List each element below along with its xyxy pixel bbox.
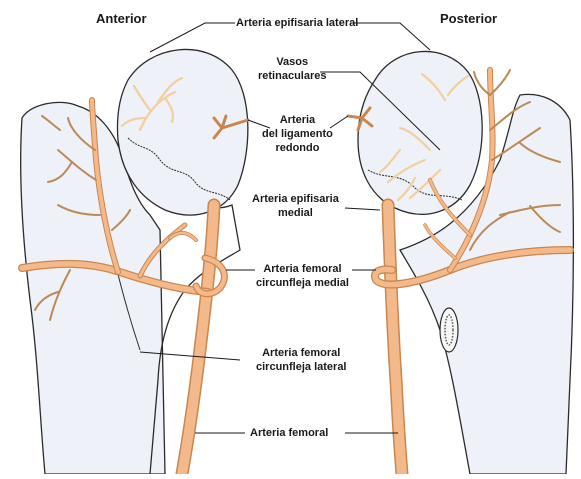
label-medial-epiphyseal-artery: Arteria epifisaria medial <box>252 192 339 220</box>
label-lateral-circumflex-artery: Arteria femoral circunfleja lateral <box>256 346 347 374</box>
label-lateral-circumflex-line-1: Arteria femoral <box>256 346 347 360</box>
label-lateral-epiphyseal-artery: Arteria epifisaria lateral <box>236 16 358 30</box>
posterior-view-title: Posterior <box>440 12 497 26</box>
label-round-ligament-artery: Arteria del ligamento redondo <box>262 113 333 155</box>
label-round-ligament-line-3: redondo <box>262 141 333 155</box>
label-medial-epiphyseal-line-1: Arteria epifisaria <box>252 192 339 206</box>
label-round-ligament-line-2: del ligamento <box>262 127 333 141</box>
anterior-femur <box>21 49 248 474</box>
label-medial-circumflex-line-2: circunfleja medial <box>256 276 349 290</box>
label-retinacular-line-2: retinaculares <box>258 69 326 83</box>
label-femoral-artery: Arteria femoral <box>250 426 328 440</box>
leader-lateral-epiphyseal-left <box>150 23 235 52</box>
posterior-femur <box>348 51 573 474</box>
label-medial-circumflex-line-1: Arteria femoral <box>256 262 349 276</box>
label-medial-epiphyseal-line-2: medial <box>252 206 339 220</box>
anterior-femoral-head <box>117 49 247 215</box>
label-retinacular-vessels: Vasos retinaculares <box>258 55 326 83</box>
leader-medial-epiphyseal <box>345 208 380 210</box>
label-round-ligament-line-1: Arteria <box>262 113 333 127</box>
anterior-view-title: Anterior <box>96 12 147 26</box>
leader-lateral-epiphyseal-right <box>350 23 430 50</box>
label-retinacular-line-1: Vasos <box>258 55 326 69</box>
label-medial-circumflex-artery: Arteria femoral circunfleja medial <box>256 262 349 290</box>
label-lateral-circumflex-line-2: circunfleja lateral <box>256 360 347 374</box>
